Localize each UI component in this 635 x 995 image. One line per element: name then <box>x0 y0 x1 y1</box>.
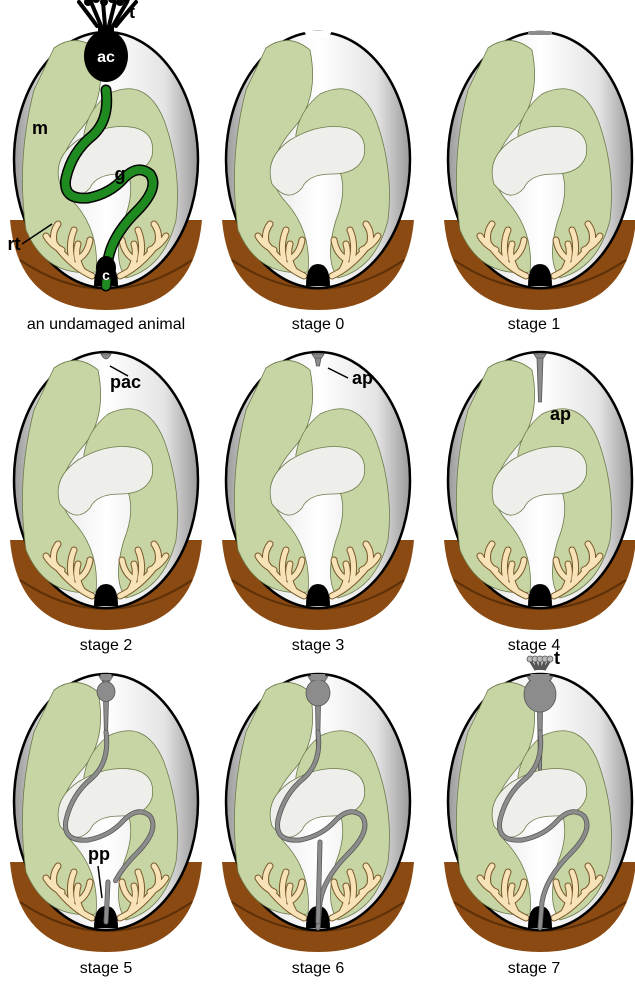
label-posterior: pp <box>88 844 110 864</box>
panel-stage-3: ap <box>222 352 414 630</box>
regen-tentacles <box>527 656 553 670</box>
caption-stage-1: stage 1 <box>428 316 635 334</box>
regenerating-cap <box>524 677 556 712</box>
regenerating-cap <box>306 680 330 706</box>
wound-gap <box>304 31 332 38</box>
panel-stage-2: pac <box>10 352 202 630</box>
panel-stage-5: pp <box>10 674 202 952</box>
posterior-primordium <box>318 842 320 922</box>
panel-stage-6 <box>222 674 414 952</box>
caption-stage-2: stage 2 <box>0 637 212 655</box>
tentacles <box>79 0 136 26</box>
cap-neck <box>98 26 114 38</box>
label-foot: c <box>102 267 110 283</box>
label-cap: ac <box>97 49 115 66</box>
panel-stage-0 <box>222 31 414 310</box>
wound-seal <box>528 31 552 35</box>
caption-stage-0: stage 0 <box>212 316 424 334</box>
primordium-stalk <box>315 358 321 366</box>
caption-stage-4: stage 4 <box>428 637 635 655</box>
primordium-stalk <box>537 358 543 402</box>
regen-tentacle-tip <box>547 656 553 662</box>
label-primordium: ap <box>352 368 373 388</box>
panel-stage-4: ap <box>444 352 635 630</box>
caption-stage-7: stage 7 <box>428 960 635 978</box>
label-mantle: m <box>32 118 48 138</box>
label-gut: g <box>115 164 126 184</box>
posterior-primordium <box>106 882 108 922</box>
regenerating-cap <box>97 682 115 702</box>
caption-undamaged: an undamaged animal <box>0 316 212 334</box>
label-tentacles: t <box>129 2 135 22</box>
panel-stage-1 <box>444 31 635 310</box>
label-root: rt <box>8 234 21 254</box>
caption-stage-5: stage 5 <box>0 960 212 978</box>
panel-undamaged: t ac m g c rt <box>8 0 203 310</box>
caption-stage-6: stage 6 <box>212 960 424 978</box>
cap-base <box>530 674 549 680</box>
label-primordium: ap <box>550 404 571 424</box>
tentacle-tip <box>100 0 108 6</box>
panel-stage-7: t <box>444 648 635 952</box>
caption-stage-3: stage 3 <box>212 637 424 655</box>
cap-base <box>311 674 325 680</box>
cap-base <box>101 674 112 680</box>
